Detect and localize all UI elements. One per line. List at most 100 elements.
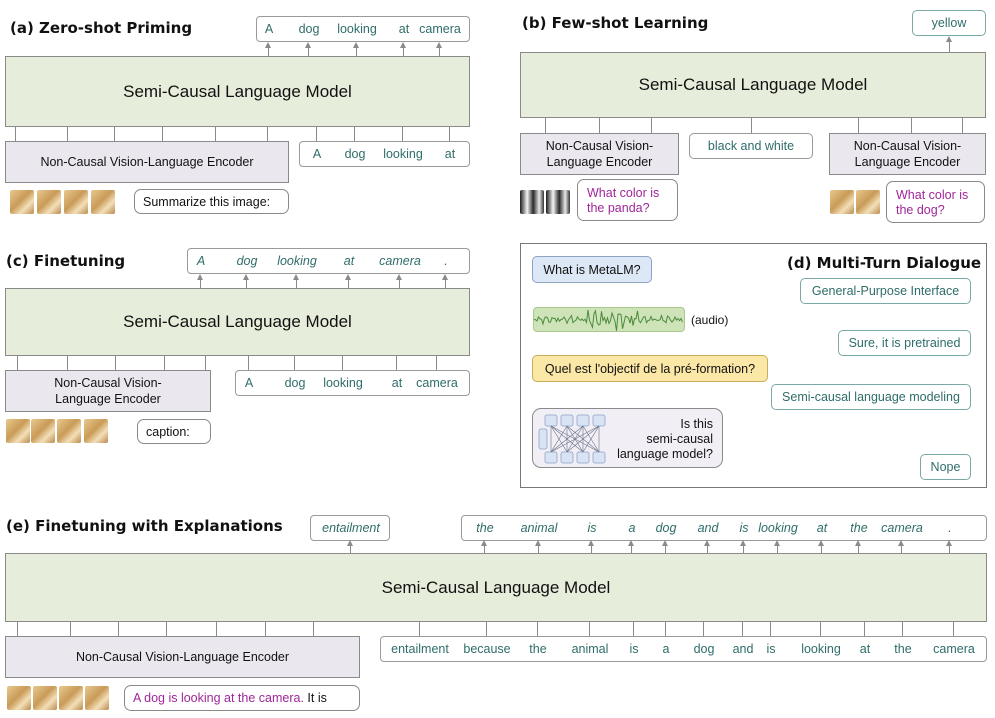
panel-b-output: yellow: [912, 10, 986, 36]
token: looking: [277, 254, 317, 268]
dialog-reply-general-purpose: General-Purpose Interface: [800, 278, 971, 304]
connector-line: [115, 356, 116, 370]
connector-line: [294, 356, 295, 370]
dog-image: [85, 686, 109, 710]
token: animal: [571, 642, 609, 656]
connector-line: [166, 622, 167, 636]
panel-a-title: (a) Zero-shot Priming: [10, 19, 193, 37]
arrow-up-icon: [740, 540, 746, 553]
panel-c-prompt: caption:: [137, 419, 211, 444]
arrow-up-icon: [946, 36, 952, 52]
connector-line: [354, 127, 355, 141]
connector-line: [858, 118, 859, 133]
connector-line: [820, 622, 821, 636]
token: camera: [419, 22, 461, 36]
arrow-up-icon: [481, 540, 487, 553]
connector-line: [17, 622, 18, 636]
connector-line: [205, 356, 206, 370]
token: at: [444, 147, 456, 161]
arrow-up-icon: [818, 540, 824, 553]
connector-line: [248, 356, 249, 370]
token: dog: [298, 22, 320, 36]
connector-line: [70, 622, 71, 636]
token: a: [662, 642, 670, 656]
connector-line: [486, 622, 487, 636]
panel-e-language-model: Semi-Causal Language Model: [5, 553, 987, 622]
dog-image: [37, 190, 61, 214]
audio-label: (audio): [691, 313, 729, 327]
connector-line: [545, 118, 546, 133]
token: looking: [801, 642, 841, 656]
connector-line: [633, 622, 634, 636]
token: is: [766, 642, 776, 656]
arrow-up-icon: [345, 274, 351, 288]
arrow-up-icon: [305, 42, 311, 56]
arrow-up-icon: [628, 540, 634, 553]
arrow-up-icon: [396, 274, 402, 288]
connector-line: [162, 127, 163, 141]
token: A: [264, 22, 274, 36]
panel-b-title: (b) Few-shot Learning: [522, 14, 709, 32]
connector-line: [316, 127, 317, 141]
token: is: [587, 521, 597, 535]
panel-c-language-model: Semi-Causal Language Model: [5, 288, 470, 356]
token: dog: [693, 642, 715, 656]
dog-image: [33, 686, 57, 710]
connector-line: [265, 622, 266, 636]
arrow-up-icon: [946, 540, 952, 553]
token: at: [816, 521, 828, 535]
token: looking: [758, 521, 798, 535]
arrow-up-icon: [347, 540, 353, 553]
token: the: [529, 642, 547, 656]
panel-b-language-model: Semi-Causal Language Model: [520, 52, 986, 118]
panel-b-encoder-1: Non-Causal Vision-Language Encoder: [520, 133, 679, 175]
connector-line: [770, 622, 771, 636]
panel-a-language-model: Semi-Causal Language Model: [5, 56, 470, 127]
connector-line: [703, 622, 704, 636]
panel-e-label-output: entailment: [310, 515, 390, 541]
token: is: [629, 642, 639, 656]
connector-line: [114, 127, 115, 141]
arrow-up-icon: [535, 540, 541, 553]
token: A: [244, 376, 254, 390]
connector-line: [216, 622, 217, 636]
dialog-user-what-is-metalm: What is MetaLM?: [532, 256, 652, 283]
dog-image: [7, 686, 31, 710]
token: looking: [383, 147, 423, 161]
token: at: [343, 254, 355, 268]
token: dog: [284, 376, 306, 390]
dialog-reply-nope: Nope: [920, 454, 971, 480]
connector-line: [15, 127, 16, 141]
neural-network-icon: [538, 414, 606, 464]
token: dog: [236, 254, 258, 268]
arrow-up-icon: [662, 540, 668, 553]
dog-image: [59, 686, 83, 710]
connector-line: [911, 118, 912, 133]
token: the: [894, 642, 912, 656]
token: looking: [323, 376, 363, 390]
connector-line: [589, 622, 590, 636]
dog-image: [856, 190, 880, 214]
panel-c-encoder: Non-Causal Vision-Language Encoder: [5, 370, 211, 412]
panel-a-encoder: Non-Causal Vision-Language Encoder: [5, 141, 289, 183]
panel-d-title: (d) Multi-Turn Dialogue: [787, 254, 982, 272]
dialog-user-french-question: Quel est l'objectif de la pré-formation?: [532, 355, 768, 382]
dog-image: [6, 419, 30, 443]
arrow-up-icon: [898, 540, 904, 553]
connector-line: [599, 118, 600, 133]
token: a: [628, 521, 636, 535]
panel-a-prompt: Summarize this image:: [134, 189, 289, 214]
token: dog: [344, 147, 366, 161]
token: animal: [520, 521, 558, 535]
panel-e-title: (e) Finetuning with Explanations: [6, 517, 283, 535]
token: dog: [655, 521, 677, 535]
token: camera: [379, 254, 421, 268]
token: and: [697, 521, 719, 535]
connector-line: [742, 622, 743, 636]
arrow-up-icon: [588, 540, 594, 553]
